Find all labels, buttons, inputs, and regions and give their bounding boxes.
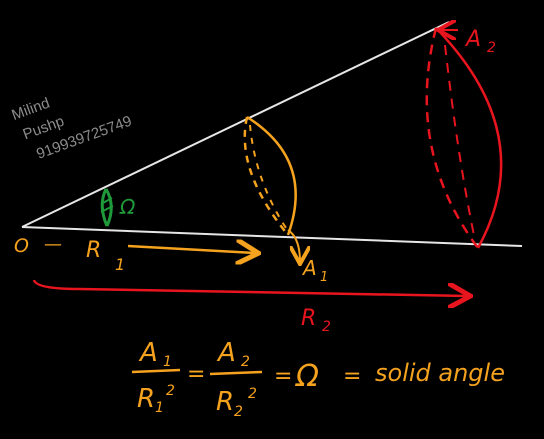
- formula-numerator-2: A: [216, 338, 236, 368]
- formula-numerator-1-sub: 1: [163, 354, 172, 370]
- lower-ray: [21, 226, 523, 247]
- r1-subscript: 1: [115, 255, 125, 274]
- formula-numerator-2-sub: 2: [241, 354, 250, 370]
- a1-subscript: 1: [320, 270, 328, 285]
- r2-label: R: [301, 306, 316, 331]
- small-cap-omega: [100, 188, 114, 227]
- formula-denominator-2-sup: 2: [248, 386, 257, 402]
- formula-equals-2: =: [274, 364, 292, 389]
- formula-omega: Ω: [294, 359, 319, 394]
- formula-equals-3: =: [343, 364, 361, 389]
- formula-denominator-2: R: [216, 387, 234, 417]
- omega-label: Ω: [119, 195, 136, 219]
- r2-subscript: 2: [322, 319, 331, 335]
- formula-solid-angle-text: solid angle: [375, 359, 505, 387]
- origin-label: O: [14, 235, 29, 257]
- formula-denominator-1-sub: 1: [155, 400, 164, 416]
- formula-denominator-1: R: [137, 384, 155, 414]
- formula-fraction-bar-2: [209, 370, 263, 376]
- r2-arrow: [32, 279, 468, 296]
- formula-fraction-bar-1: [131, 368, 181, 374]
- watermark: Milind Pushp 919939725749: [9, 95, 134, 163]
- area-a2-cap: [425, 28, 503, 249]
- a2-label: A: [464, 27, 481, 52]
- formula-equals-1: =: [187, 362, 205, 387]
- a2-subscript: 2: [487, 40, 496, 56]
- r1-arrow: [127, 246, 256, 253]
- formula-denominator-1-sup: 2: [166, 383, 175, 399]
- formula-numerator-1: A: [138, 338, 158, 368]
- upper-ray: [21, 21, 450, 228]
- formula-denominator-2-sub: 2: [234, 404, 243, 420]
- a1-label: A: [301, 256, 317, 280]
- origin-dash: —: [44, 234, 62, 255]
- formula: A 1 R 1 2 = A 2 R 2 2 = Ω = solid angle: [131, 338, 505, 420]
- area-a1-cap: [243, 115, 300, 262]
- r1-label: R: [86, 238, 101, 263]
